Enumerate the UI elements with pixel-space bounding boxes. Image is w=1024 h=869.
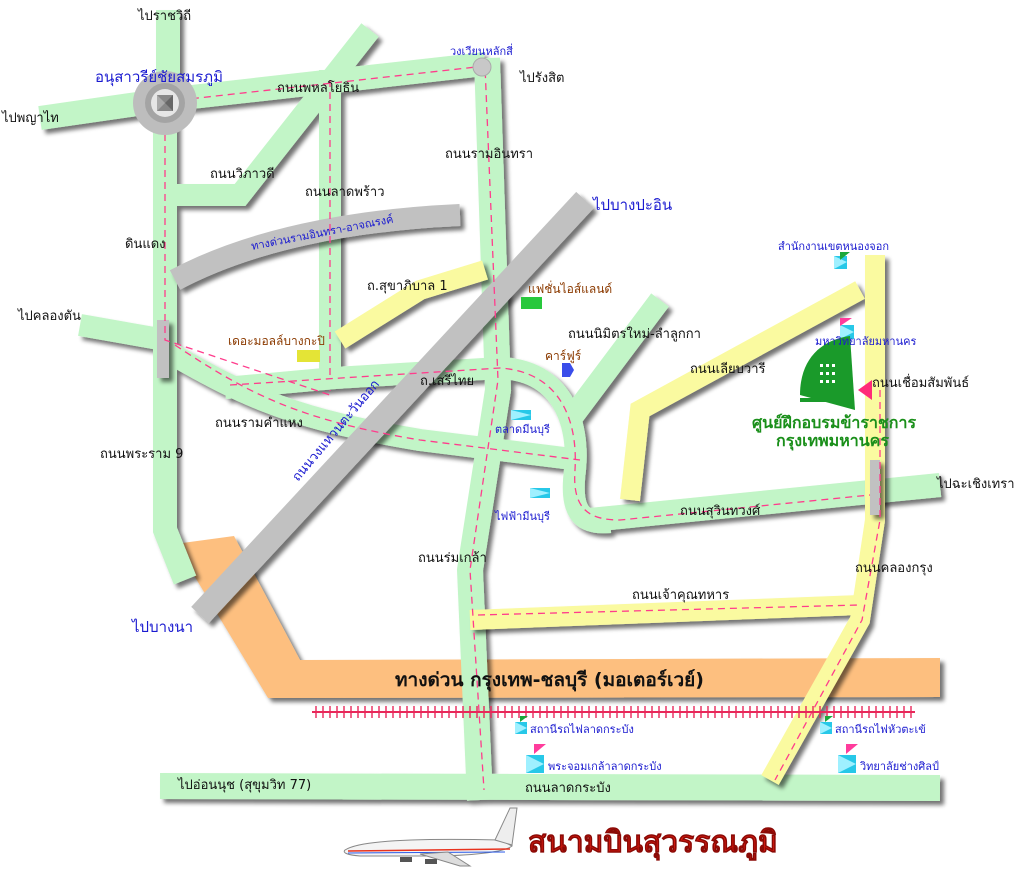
label-to-on-nut: ไปอ่อนนุช (สุขุมวิท 77) — [177, 777, 311, 793]
lak-si-circle-icon — [472, 57, 492, 77]
kmitl-flag-icon — [526, 744, 546, 773]
road-ram-inthra-expressway — [169, 204, 461, 290]
airplane-icon — [343, 807, 518, 867]
label-airport: สนามบินสุวรรณภูมิ — [528, 825, 778, 861]
label-romklao: ถนนร่มเกล้า — [418, 551, 487, 566]
road-chao-khun-thahan — [469, 595, 861, 630]
road-khlong-krung — [761, 255, 885, 785]
university-flag-icon — [840, 318, 854, 339]
hua-takhe-station-flag-icon — [820, 716, 833, 734]
road-khlong-ton — [78, 314, 167, 351]
road-nimit-mai — [561, 293, 669, 427]
victory-monument-icon — [133, 71, 197, 135]
label-to-phayathai: ไปพญาไท — [1, 110, 59, 126]
label-destination-line2: กรุงเทพมหานคร — [776, 431, 889, 451]
secondary-roads — [334, 255, 885, 785]
min-buri-power-flag-icon — [530, 488, 550, 498]
label-carrefour: คาร์ฟูร์ — [545, 349, 582, 364]
road-eastern-ring — [191, 191, 594, 624]
railway — [312, 706, 915, 718]
label-ramkhamhaeng: ถนนรามคำแหง — [215, 416, 303, 431]
label-destination-line1: ศูนย์ฝึกอบรมข้าราชการ — [752, 413, 916, 434]
label-lat-phrao: ถนนลาดพร้าว — [305, 185, 385, 200]
label-rama-9: ถนนพระราม 9 — [100, 447, 183, 462]
label-nimit-mai: ถนนนิมิตรใหม่-ลำลูกกา — [568, 326, 701, 342]
label-hua-takhe-station: สถานีรถไฟหัวตะเข้ — [835, 723, 926, 736]
road-suwinthawong — [588, 473, 942, 532]
label-mahanakorn-university: มหาวิทยาลัยมหานคร — [815, 335, 916, 348]
road-sukhaphiban-1 — [334, 260, 488, 349]
label-lat-krabang-station: สถานีรถไฟลาดกระบัง — [530, 723, 634, 736]
label-to-khlong-ton: ไปคลองตัน — [17, 308, 81, 324]
lat-krabang-station-flag-icon — [515, 716, 528, 734]
label-kmitl: พระจอมเกล้าลาดกระบัง — [548, 760, 662, 773]
road-ramkhamhaeng — [159, 340, 582, 471]
label-phahonyothin: ถนนพหลโยธิน — [277, 80, 359, 96]
label-din-daeng: ดินแดง — [125, 237, 166, 252]
label-suwinthawong: ถนนสุวินทวงศ์ — [680, 503, 761, 519]
label-ram-inthra: ถนนรามอินทรา — [445, 147, 533, 162]
label-arts-college: วิทยาลัยช่างศิลป์ — [859, 760, 939, 773]
label-to-bang-pa-in: ไปบางปะอิน — [592, 196, 672, 214]
road-seri-thai — [224, 357, 501, 399]
fashion-island-marker-icon — [521, 297, 542, 309]
label-to-rangsit: ไปรังสิต — [519, 70, 565, 86]
motorway-road — [175, 536, 940, 698]
label-fashion-island: แฟชั่นไอส์แลนด์ — [528, 280, 612, 296]
road-ram-inthra — [456, 57, 512, 801]
label-seri-thai: ถ.เสรีไทย — [420, 373, 474, 389]
label-to-bang-na: ไปบางนา — [131, 618, 193, 636]
destination-arrow-icon — [858, 380, 872, 400]
label-chao-khun-thahan: ถนนเจ้าคุณทหาร — [632, 588, 729, 603]
label-district-office: สำนักงานเขตหนองจอก — [778, 240, 889, 253]
carrefour-marker-icon — [562, 363, 574, 377]
label-chueam-samphan: ถนนเชื่อมสัมพันธ์ — [872, 374, 969, 391]
label-the-mall: เดอะมอลล์บางกะปิ — [228, 334, 325, 348]
label-liab-wari: ถนนเลียบวารี — [690, 361, 766, 377]
district-office-flag-icon — [834, 252, 850, 269]
label-lak-si-circle: วงเวียนหลักสี่ — [450, 43, 513, 58]
label-sukhaphiban-1: ถ.สุขาภิบาล 1 — [367, 279, 448, 294]
road-lat-krabang — [159, 773, 941, 801]
label-khlong-krung: ถนนคลองกรุง — [855, 561, 933, 576]
label-vibhavadi: ถนนวิภาวดี — [210, 166, 275, 182]
expressways — [157, 191, 880, 624]
route-dashes — [164, 65, 881, 791]
label-victory-monument: อนุสาวรีย์ชัยสมรภูมิ — [95, 68, 223, 87]
min-buri-market-flag-icon — [511, 410, 531, 420]
label-motorway: ทางด่วน กรุงเทพ-ชลบุรี (มอเตอร์เวย์) — [395, 669, 704, 692]
label-lat-krabang-road: ถนนลาดกระบัง — [525, 781, 611, 796]
label-min-buri-power: ไฟฟ้ามีนบุรี — [494, 510, 550, 523]
road-liab-wari — [620, 281, 865, 502]
arts-college-flag-icon — [838, 744, 858, 773]
label-to-ratchawithi: ไปราชวิถี — [137, 8, 191, 24]
mall-marker-icon — [297, 350, 320, 362]
label-min-buri-market: ตลาดมีนบุรี — [495, 423, 550, 436]
training-center-logo-icon — [800, 336, 855, 410]
label-to-chachoengsao: ไปฉะเชิงเทรา — [936, 476, 1015, 492]
